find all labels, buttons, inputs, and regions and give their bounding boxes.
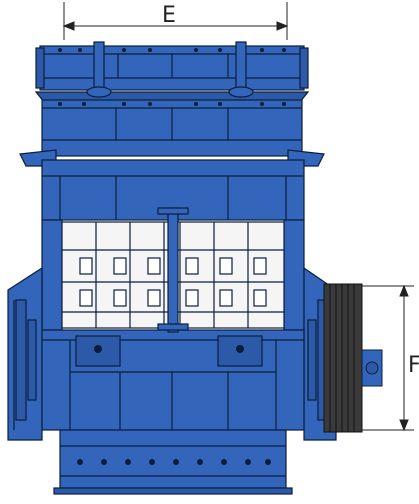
dimension-e	[62, 2, 289, 40]
pulley-flywheel	[323, 283, 383, 433]
dimension-f	[362, 284, 414, 432]
crusher-body	[7, 45, 337, 495]
lifting-eye-left	[86, 41, 112, 98]
dimension-e-label: E	[162, 3, 176, 28]
cylinder-left	[15, 299, 37, 421]
center-shaft	[157, 207, 189, 333]
dimension-f-label: F	[408, 353, 419, 378]
bolts	[58, 48, 286, 465]
lifting-eye-right	[228, 41, 254, 98]
